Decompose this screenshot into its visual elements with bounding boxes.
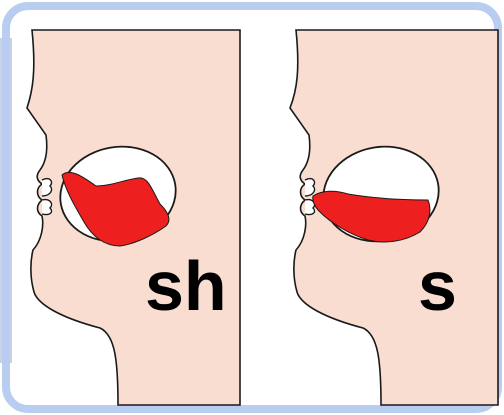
label-s: s bbox=[418, 247, 457, 325]
teeth-outline-s bbox=[305, 179, 315, 196]
teeth-outline-sh bbox=[42, 179, 52, 196]
label-sh: sh bbox=[145, 247, 227, 325]
lower-teeth-outline-sh bbox=[42, 200, 52, 215]
